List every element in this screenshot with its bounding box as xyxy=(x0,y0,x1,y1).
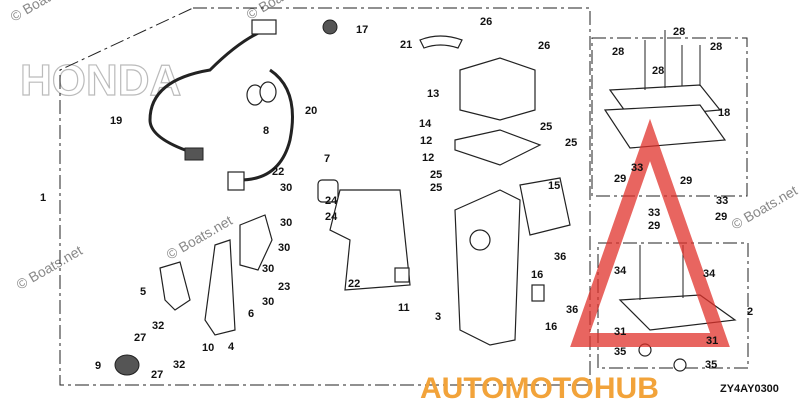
callout-label: 28 xyxy=(612,46,624,58)
callout-label: 33 xyxy=(716,195,728,207)
callout-label: 17 xyxy=(356,24,368,36)
nut-35 xyxy=(673,358,687,372)
part-4 xyxy=(204,239,236,336)
callout-label: 9 xyxy=(95,360,101,372)
housing-3 xyxy=(454,189,521,346)
callout-label: 31 xyxy=(614,326,626,338)
callout-label: 15 xyxy=(548,180,560,192)
callout-label: 32 xyxy=(173,359,185,371)
callout-label: 29 xyxy=(614,173,626,185)
callout-label: 33 xyxy=(648,207,660,219)
callout-label: 13 xyxy=(427,88,439,100)
callout-label: 30 xyxy=(280,182,292,194)
part-21 xyxy=(419,35,463,49)
callout-label: 27 xyxy=(151,369,163,381)
callout-label: 25 xyxy=(430,169,442,181)
watermark-boats: © Boats.net xyxy=(8,0,80,25)
callout-label: 30 xyxy=(280,217,292,229)
gasket-18 xyxy=(603,104,727,149)
part-6 xyxy=(239,214,273,271)
part-11 xyxy=(394,267,410,283)
callout-label: 5 xyxy=(140,286,146,298)
callout-label: 12 xyxy=(420,135,432,147)
connector xyxy=(251,19,277,35)
callout-label: 4 xyxy=(228,341,235,353)
gasket-sheet xyxy=(329,189,411,291)
callout-label: 7 xyxy=(324,153,330,165)
grommet-8b xyxy=(259,81,277,103)
callout-label: 11 xyxy=(398,302,410,314)
callout-label: 34 xyxy=(614,265,627,277)
cable-20 xyxy=(239,68,294,182)
callout-label: 35 xyxy=(705,359,717,371)
cover-13 xyxy=(459,57,536,121)
callout-label: 18 xyxy=(718,107,730,119)
callout-label: 26 xyxy=(538,40,550,52)
assembly-frame xyxy=(59,7,591,386)
callout-label: 12 xyxy=(422,152,434,164)
callout-label: 10 xyxy=(202,342,214,354)
callout-label: 31 xyxy=(706,335,718,347)
callout-label: 30 xyxy=(262,263,274,275)
callout-label: 36 xyxy=(554,251,566,263)
cable-19 xyxy=(148,28,266,157)
bracket-frame-top xyxy=(591,37,748,197)
watermark-boats: © Boats.net xyxy=(14,242,86,293)
watermark-automotohub: AUTOMOTOHUB xyxy=(420,372,659,400)
callout-label: 29 xyxy=(680,175,692,187)
callout-label: 22 xyxy=(272,166,284,178)
callout-label: 36 xyxy=(566,304,578,316)
callout-label: 14 xyxy=(419,118,432,130)
callout-label: 29 xyxy=(648,220,660,232)
callout-label: 32 xyxy=(152,320,164,332)
callout-label: 16 xyxy=(531,269,543,281)
callout-label: 27 xyxy=(134,332,146,344)
diagram-code: ZY4AY0300 xyxy=(720,383,779,395)
part-15 xyxy=(519,177,571,236)
callout-label: 35 xyxy=(614,346,626,358)
part-7 xyxy=(317,179,339,203)
callout-label: 25 xyxy=(565,137,577,149)
callout-label: 25 xyxy=(540,121,552,133)
connector-end xyxy=(184,147,204,161)
callout-label: 28 xyxy=(673,26,685,38)
callout-label: 20 xyxy=(305,105,317,117)
callout-label: 30 xyxy=(278,242,290,254)
callout-label: 19 xyxy=(110,115,122,127)
callout-label: 21 xyxy=(400,39,412,51)
part-9 xyxy=(114,354,140,376)
housing-boss xyxy=(469,229,491,251)
callout-label: 22 xyxy=(348,278,360,290)
callout-label: 23 xyxy=(278,281,290,293)
watermark-boats: © Boats.net xyxy=(729,182,800,233)
automotohub-logo-triangle xyxy=(570,118,730,347)
callout-label: 25 xyxy=(430,182,442,194)
callout-label: 6 xyxy=(248,308,254,320)
part-17 xyxy=(322,19,338,35)
callout-label: 26 xyxy=(480,16,492,28)
callout-label: 24 xyxy=(325,211,338,223)
plate-12 xyxy=(454,129,542,166)
switch xyxy=(227,171,245,191)
part-5 xyxy=(159,261,191,311)
callout-label: 34 xyxy=(703,268,716,280)
callout-label: 2 xyxy=(747,306,753,318)
callout-label: 29 xyxy=(715,211,727,223)
callout-label: 1 xyxy=(40,192,46,204)
callout-label: 24 xyxy=(325,195,338,207)
callout-label: 8 xyxy=(263,125,269,137)
callout-label: 28 xyxy=(652,65,664,77)
callout-label: 16 xyxy=(545,321,557,333)
watermark-boats: © Boats.net xyxy=(244,0,316,23)
callout-label: 30 xyxy=(262,296,274,308)
callout-label: 28 xyxy=(710,41,722,53)
callout-label: 3 xyxy=(435,311,441,323)
callout-label: 33 xyxy=(631,162,643,174)
part-16 xyxy=(531,284,545,302)
